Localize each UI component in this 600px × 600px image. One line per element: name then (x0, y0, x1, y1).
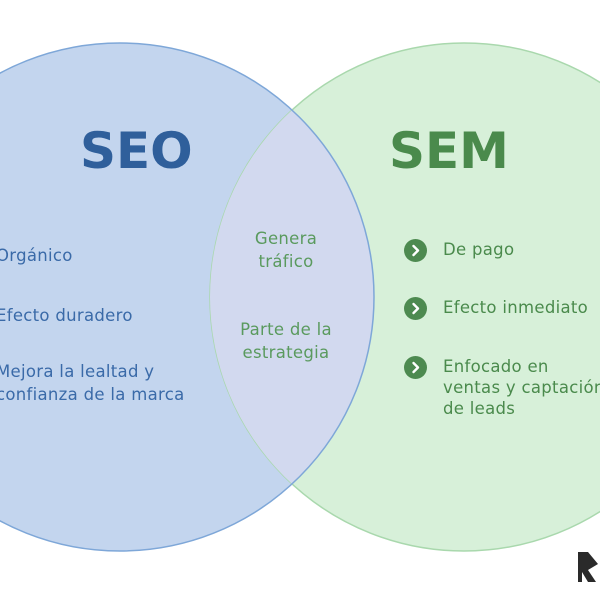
seo-item-line: Efecto duradero (0, 306, 133, 325)
seo-item-line: confianza de la marca (0, 385, 185, 404)
seo-item-line: Orgánico (0, 246, 73, 265)
overlap-item-line: Genera (254, 229, 318, 248)
overlap-item-line: tráfico (258, 252, 314, 271)
sem-item-line: ventas y captación (443, 378, 600, 397)
seo-circle-outline (0, 42, 375, 552)
seo-item-line: Mejora la lealtad y (0, 362, 155, 381)
seo-title: SEO (80, 122, 193, 180)
sem-item: Efecto inmediato (404, 297, 588, 320)
sem-item-line: Efecto inmediato (443, 298, 589, 317)
overlap-region (210, 43, 374, 551)
sem-item: De pago (404, 239, 514, 262)
seo-item: Orgánico (0, 244, 73, 267)
overlap-item: Genera tráfico (196, 227, 376, 273)
overlap-item-line: estrategia (242, 343, 330, 362)
overlap-item-line: Parte de la (240, 320, 332, 339)
chevron-right-icon (404, 297, 427, 320)
sem-item-line: Enfocado en (443, 357, 549, 376)
sem-title: SEM (389, 122, 509, 180)
overlap-item: Parte de la estrategia (196, 318, 376, 364)
brand-logo-icon (578, 552, 598, 582)
chevron-right-icon (404, 356, 427, 379)
sem-item-line: de leads (443, 399, 516, 418)
seo-item: Efecto duradero (0, 304, 133, 327)
sem-item-line: De pago (443, 240, 515, 259)
chevron-right-icon (404, 239, 427, 262)
seo-item: Mejora la lealtad y confianza de la marc… (0, 360, 185, 406)
sem-item: Enfocado en ventas y captación de leads (404, 356, 600, 419)
